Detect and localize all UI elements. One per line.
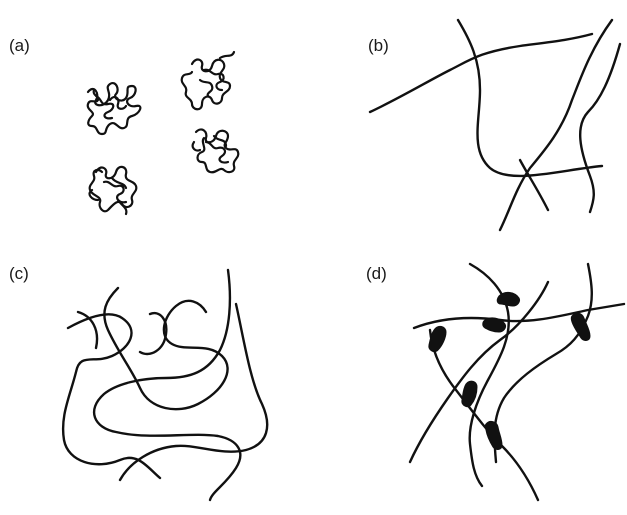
chain-d-5 — [430, 330, 538, 500]
panel-d-crosslinked-chains — [410, 264, 624, 500]
coil-4 — [90, 167, 137, 214]
crosslink-5 — [462, 381, 477, 406]
coil-1 — [88, 83, 141, 134]
crosslink-3 — [429, 326, 446, 351]
panel-b-extended-chains — [370, 20, 620, 230]
chain-b-3 — [500, 20, 612, 230]
chain-b-1 — [370, 34, 592, 112]
coil-2 — [182, 52, 234, 109]
chain-b-5 — [520, 160, 548, 210]
chain-b-2 — [458, 20, 602, 176]
chain-b-4 — [580, 44, 620, 212]
coil-3 — [193, 130, 239, 173]
panel-c-entangled-chains — [63, 270, 267, 500]
panel-a-coils — [88, 52, 239, 214]
chain-d-4 — [410, 282, 548, 462]
crosslink-1 — [497, 292, 519, 306]
chain-c-3 — [94, 270, 240, 500]
crosslink-6 — [485, 421, 502, 449]
